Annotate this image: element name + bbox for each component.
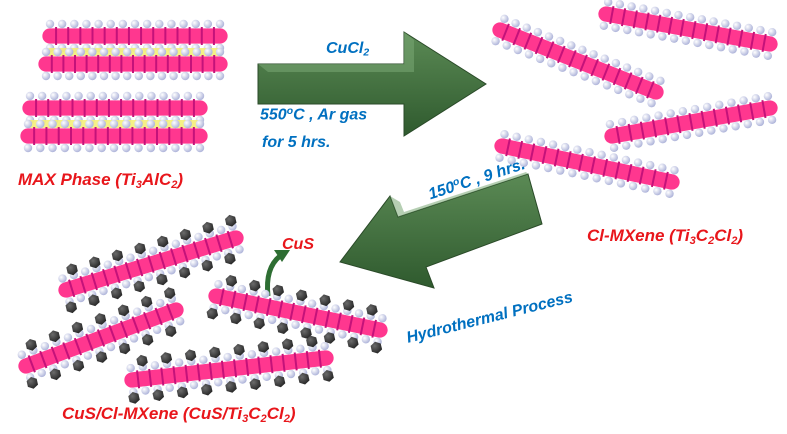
etching-conditions-label: 550oC , Ar gas xyxy=(260,106,368,124)
cus-mxene-sheet xyxy=(206,275,388,354)
etching-time-label: for 5 hrs. xyxy=(262,134,331,151)
max-phase-sheet xyxy=(20,119,208,153)
max-phase-structure xyxy=(20,19,228,153)
cus-label: CuS xyxy=(282,236,314,253)
max-phase-label: MAX Phase (Ti3AlC2) xyxy=(18,170,184,191)
cus-cl-mxene-structure xyxy=(17,214,388,404)
hydrothermal-arrow xyxy=(339,172,543,289)
cus-cl-mxene-label: CuS/Cl-MXene (CuS/Ti3C2Cl2) xyxy=(62,404,296,425)
etching-arrow xyxy=(257,31,487,137)
reagent-label: CuCl2 xyxy=(326,40,370,59)
cus-mxene-sheet xyxy=(17,287,185,389)
cl-mxene-sheet xyxy=(491,14,665,108)
cl-mxene-sheet xyxy=(598,0,778,61)
max-phase-sheet xyxy=(38,47,228,81)
max-phase-sheet xyxy=(22,91,208,128)
max-phase-sheet xyxy=(42,19,228,56)
cl-mxene-sheet xyxy=(494,130,680,198)
cus-mxene-sheet xyxy=(58,214,244,314)
cus-mxene-sheet xyxy=(124,335,334,404)
cl-mxene-sheet xyxy=(604,91,778,153)
cl-mxene-structure xyxy=(491,0,778,198)
cl-mxene-label: Cl-MXene (Ti3C2Cl2) xyxy=(587,226,744,247)
